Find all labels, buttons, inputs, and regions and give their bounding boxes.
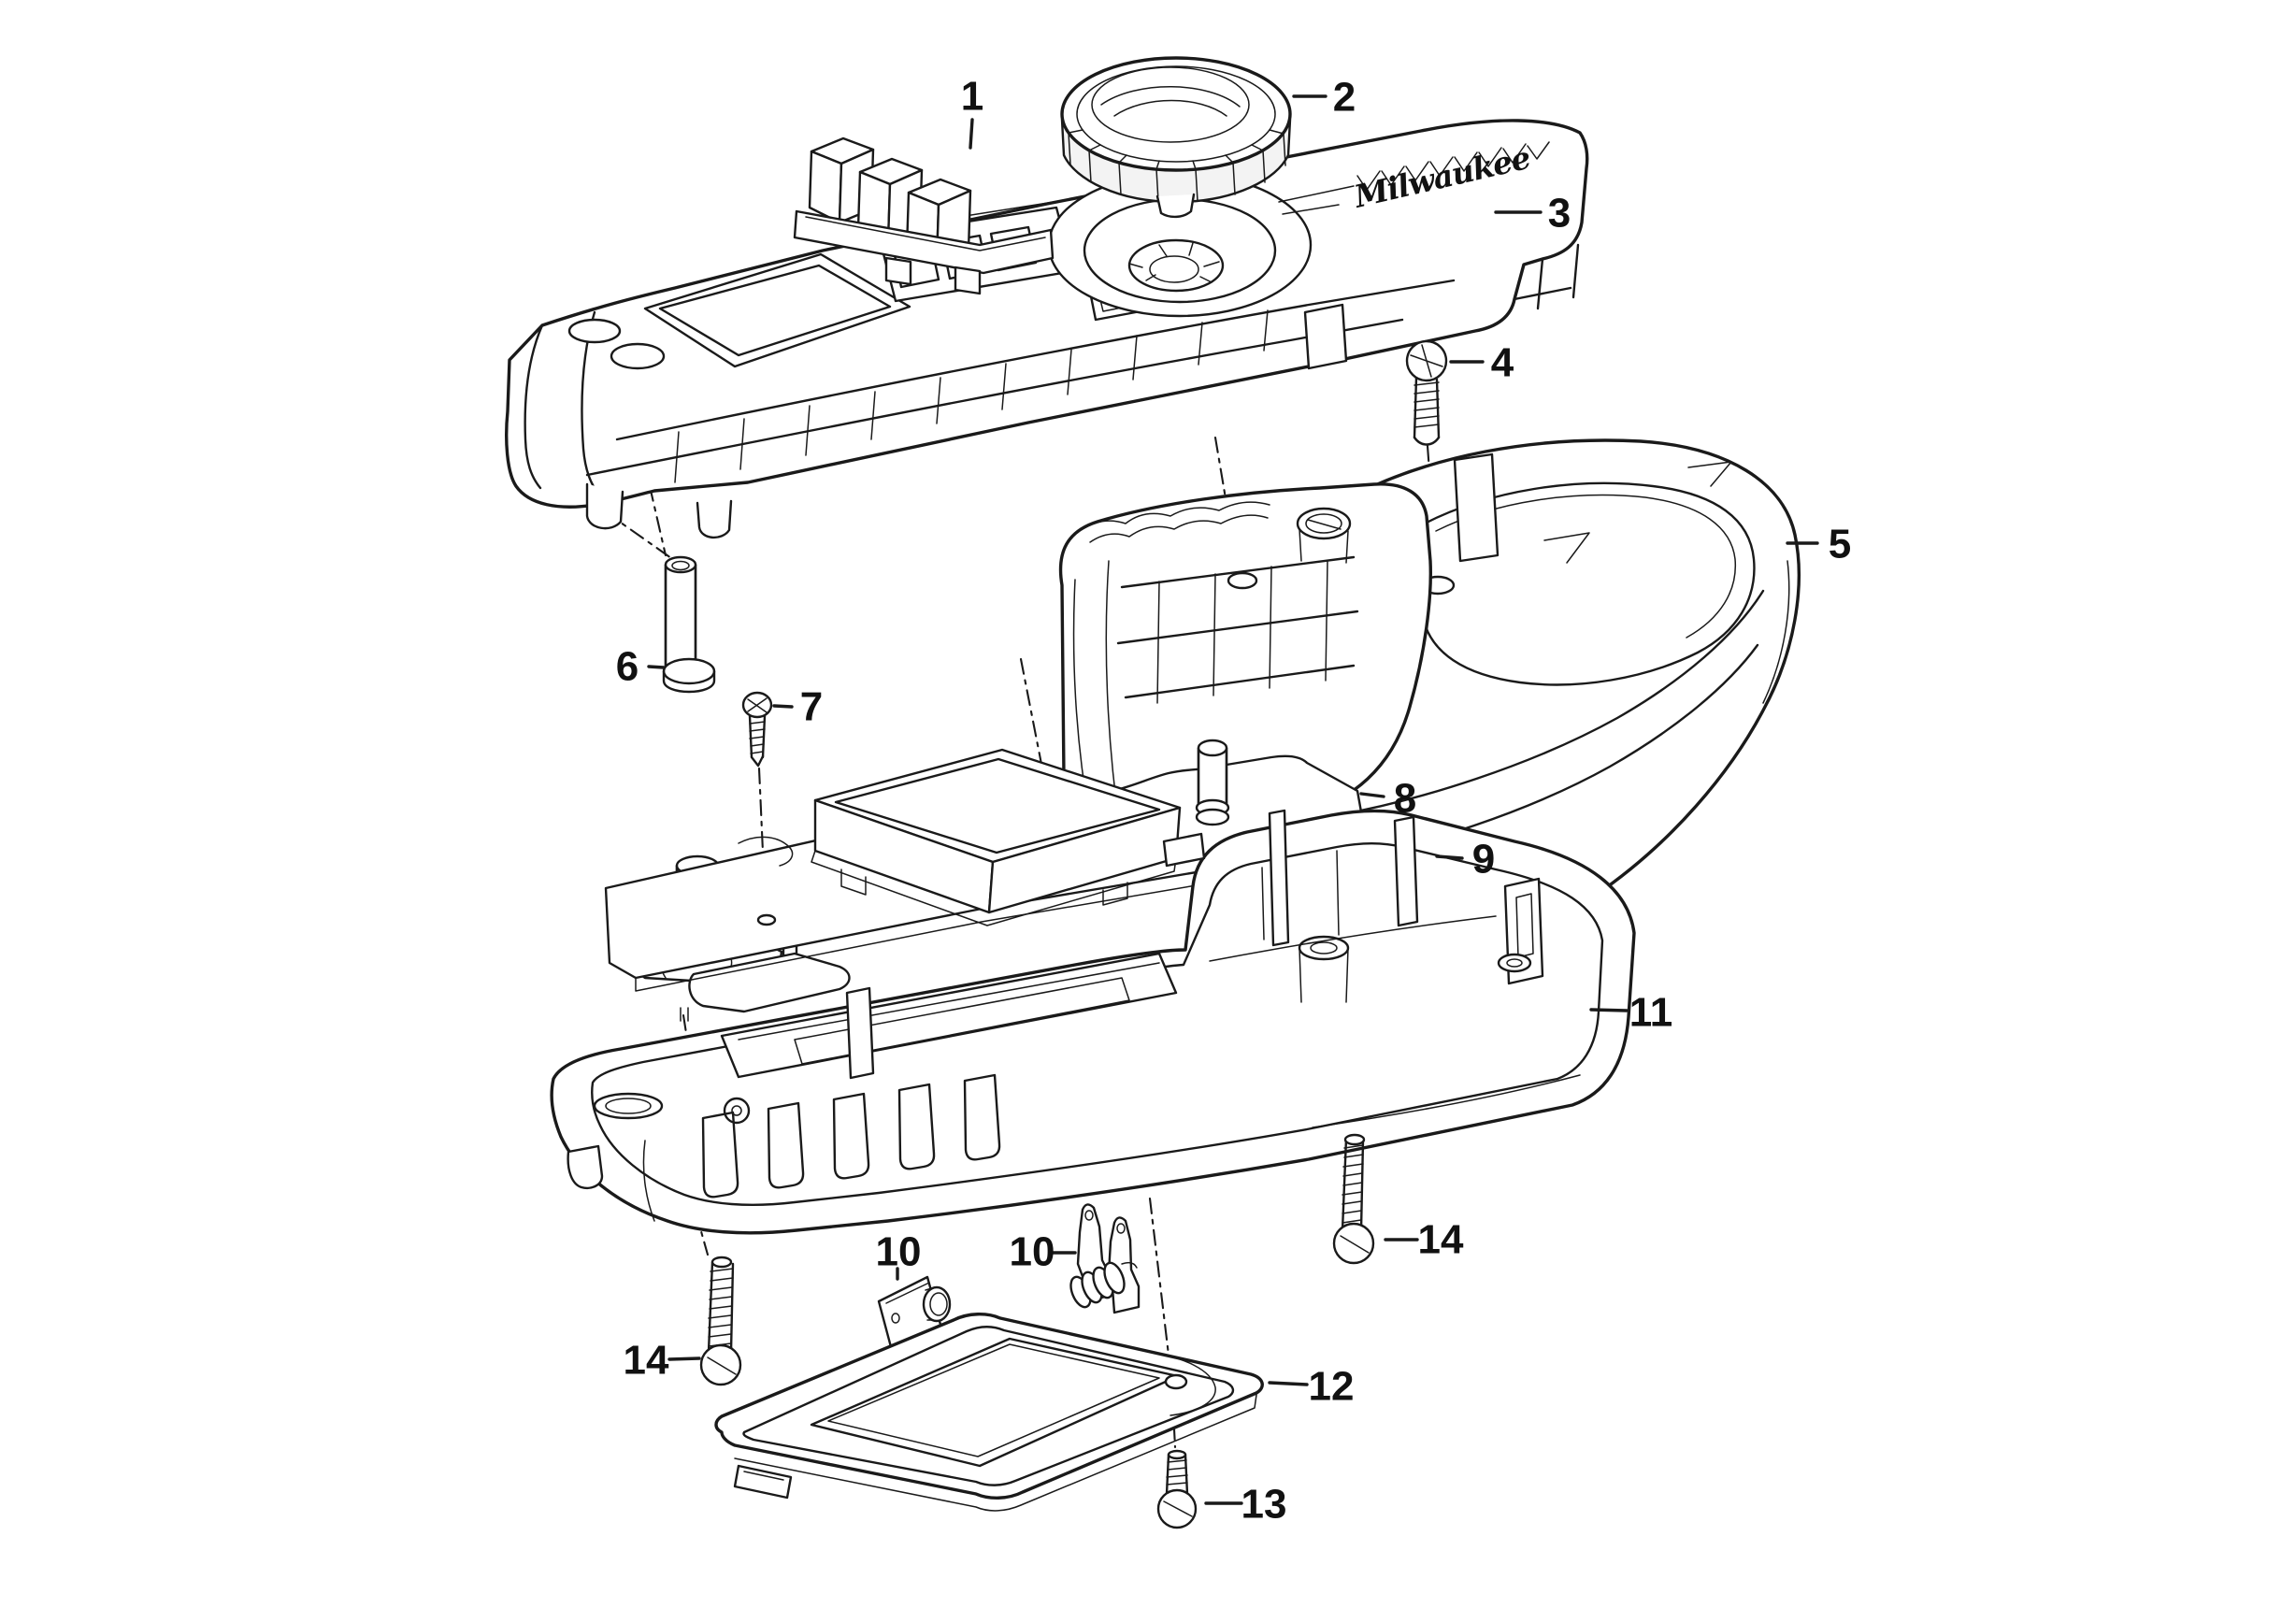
keypad-buttons-drawing (793, 136, 1055, 295)
callout-label-14-screw: 14 (1418, 1217, 1464, 1263)
callout-label-4-screw: 4 (1491, 340, 1514, 386)
callout-label-12-battery-door: 12 (1309, 1364, 1355, 1410)
callout-label-8-pcb-assembly: 8 (1394, 776, 1416, 822)
callout-leader-screw (667, 1356, 701, 1361)
top-housing-drawing: Milwaukee (505, 119, 1589, 539)
pivot-pin-drawing (662, 555, 716, 694)
screw-7-drawing (741, 691, 773, 768)
callout-label-11-bottom-housing: 11 (1629, 990, 1673, 1036)
callout-leader-keypad-buttons (969, 118, 974, 150)
callout-label-10-battery-contacts: 10 (1010, 1229, 1055, 1275)
bottom-housing-drawing (550, 809, 1636, 1235)
callout-leader-battery-door (1268, 1381, 1309, 1386)
callout-leader-bottom-housing (1589, 1008, 1629, 1012)
callout-leader-screw (772, 704, 794, 709)
battery-contacts-drawing (1069, 1203, 1141, 1314)
screw-4-drawing (1405, 339, 1448, 446)
callout-label-3-top-housing: 3 (1548, 191, 1571, 237)
callout-label-14-screw: 14 (624, 1338, 669, 1384)
callout-leader-test-plunger (1435, 854, 1464, 860)
callout-label-6-pivot-pin: 6 (616, 644, 639, 690)
screw-14-left-drawing (699, 1256, 742, 1386)
callout-label-13-screw: 13 (1241, 1482, 1287, 1528)
callout-label-5-clamp-jaw-assembly: 5 (1829, 522, 1851, 567)
callout-label-2-rotary-dial-knob: 2 (1333, 75, 1356, 121)
rotary-dial-knob-drawing (1060, 56, 1292, 219)
battery-door-drawing (714, 1313, 1264, 1512)
callout-label-10-contact-plate: 10 (876, 1229, 922, 1275)
screw-14-right-drawing (1332, 1133, 1375, 1265)
callout-label-1-keypad-buttons: 1 (961, 74, 983, 120)
callout-label-9-test-plunger: 9 (1472, 837, 1495, 883)
callout-leader-pcb-assembly (1359, 792, 1385, 798)
callout-label-7-screw: 7 (800, 684, 823, 730)
pcb-assembly-drawing (604, 739, 1369, 1022)
screw-13-drawing (1156, 1449, 1198, 1529)
